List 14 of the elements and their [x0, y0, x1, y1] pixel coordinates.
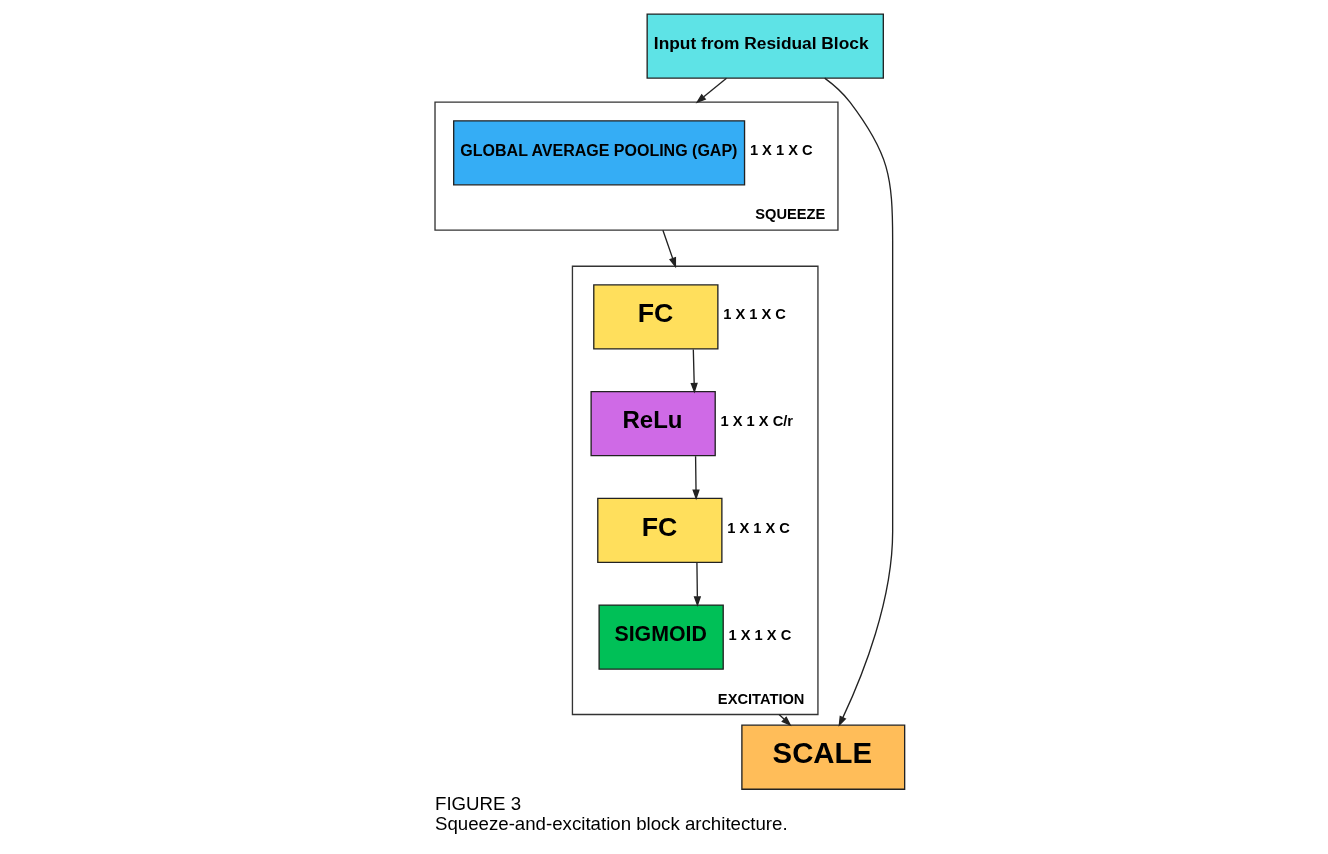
arrow — [777, 713, 792, 727]
arrow — [689, 348, 698, 394]
arrow — [691, 455, 700, 501]
node-label: 1 X 1 X C — [749, 142, 813, 159]
caption: Squeeze-and-excitation block architecture. — [434, 812, 788, 834]
node-label: 1 X 1 X C/r — [720, 413, 793, 430]
arrow — [661, 229, 676, 269]
diagram-title: FIGURE 3 — [434, 792, 521, 814]
node-label: 1 X 1 X C — [728, 626, 791, 643]
arrow — [823, 77, 893, 727]
node-label: 1 X 1 X C — [722, 306, 786, 323]
node-label: 1 X 1 X C — [726, 519, 790, 536]
arrow — [693, 562, 701, 607]
arrow — [695, 77, 727, 104]
